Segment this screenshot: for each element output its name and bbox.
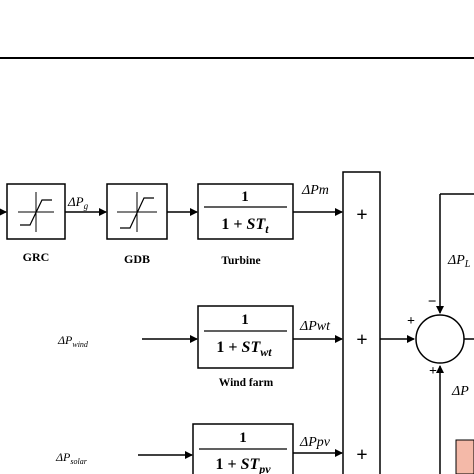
summer-plus-1: + [356, 204, 367, 226]
wind-farm-block [197, 305, 294, 369]
turbine-label: Turbine [221, 255, 260, 267]
signal-delta-ppv: ΔPpv [299, 435, 331, 450]
signal-delta-psolar: ΔPsolar [55, 450, 88, 466]
signal-delta-pwt: ΔPwt [299, 319, 331, 334]
grc-label: GRC [23, 250, 50, 264]
wind-farm-label: Wind farm [219, 377, 274, 389]
turbine-denominator: 1 + STt [221, 216, 269, 236]
wind-farm-numerator: 1 [241, 312, 249, 328]
pv-block [192, 423, 294, 474]
grc-block [6, 183, 66, 240]
partial-block-bottom-right [455, 439, 474, 474]
pv-numerator: 1 [239, 430, 247, 446]
signal-delta-pg: ΔPg [67, 194, 89, 211]
junction-plus-left: + [407, 314, 415, 329]
sum-junction [415, 314, 465, 364]
gdb-label: GDB [124, 252, 150, 266]
junction-minus-top: − [428, 294, 437, 310]
signal-delta-pm: ΔPm [301, 183, 329, 198]
summer-plus-3: + [356, 444, 367, 466]
signal-delta-pwind: ΔPwind [57, 333, 89, 349]
summer-plus-2: + [356, 329, 367, 351]
junction-plus-bottom: + [429, 364, 437, 379]
gdb-block [106, 183, 168, 240]
turbine-numerator: 1 [241, 189, 249, 205]
signal-delta-pl: ΔPL [447, 253, 471, 270]
wind-farm-denominator: 1 + STwt [216, 339, 272, 359]
summing-block [342, 171, 381, 474]
pv-denominator: 1 + STpv [215, 456, 271, 474]
signal-delta-p-partial: ΔP [451, 384, 469, 399]
